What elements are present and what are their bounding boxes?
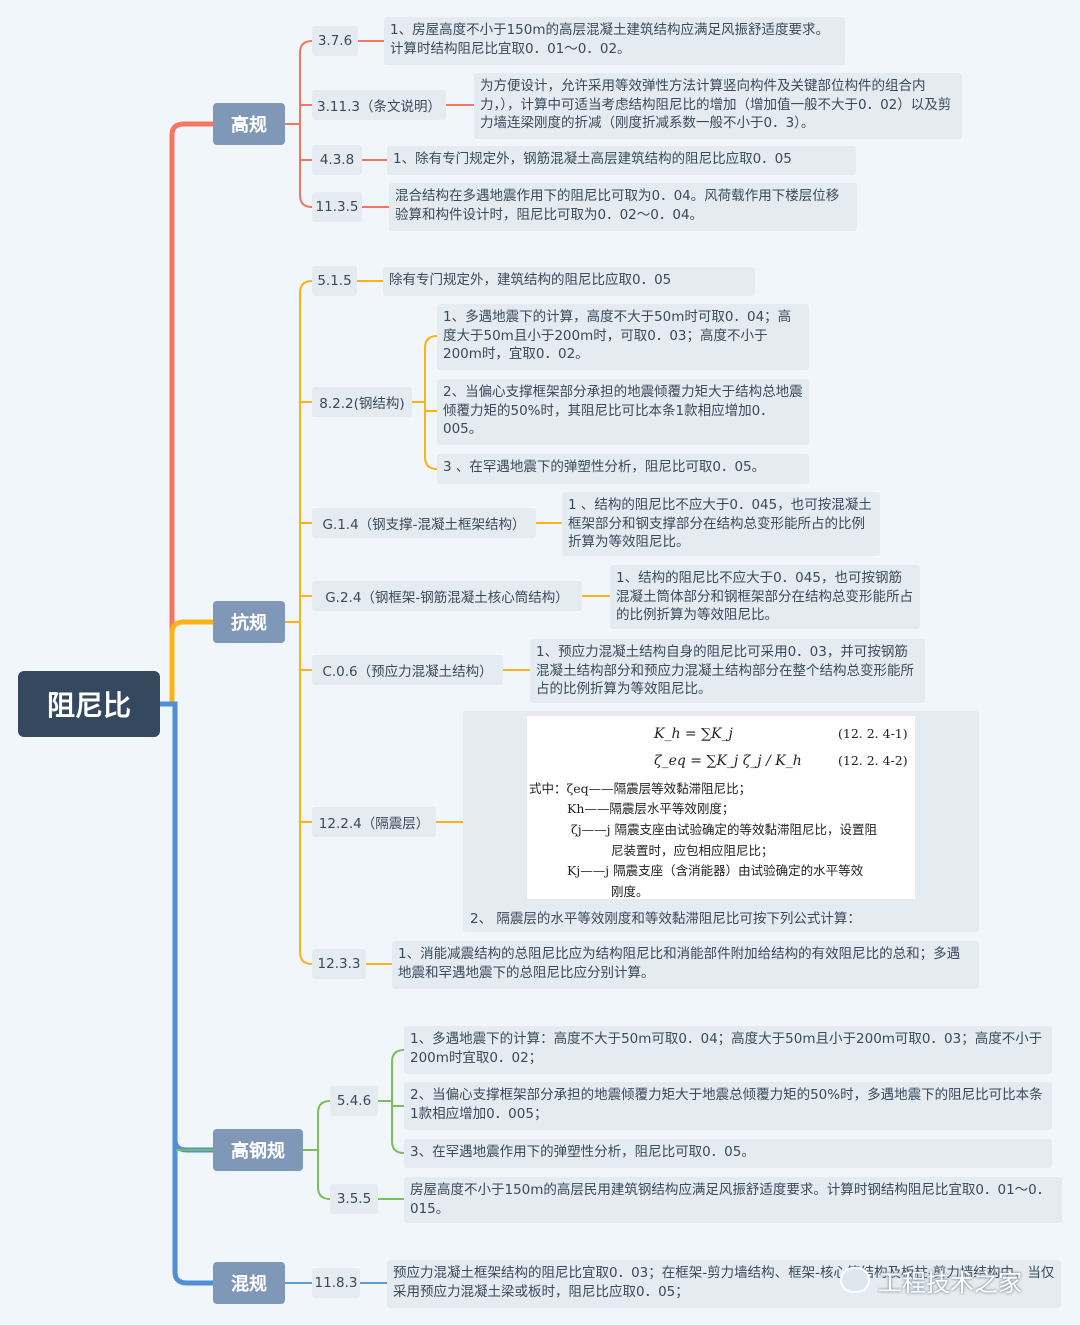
branch-kanggui[interactable]: 抗规 [213, 601, 285, 643]
formula-def: 尼装置时，应包相应阻尼比； [611, 843, 774, 858]
clause-code[interactable]: 3.5.5 [330, 1184, 378, 1214]
trunk-kanggui [160, 619, 213, 707]
clause-text: 1、除有专门规定外，钢筋混凝土高层建筑结构的阻尼比应取0．05 [387, 146, 856, 175]
formula-def: 式中：ζeq——隔震层等效黏滞阻尼比； [529, 781, 752, 796]
clause-code[interactable]: 5.4.6 [330, 1086, 378, 1116]
formula-eq1-number: (12. 2. 4-1) [838, 726, 908, 741]
clause-text: 2、 隔震层的水平等效刚度和等效黏滞阻尼比可按下列公式计算： [470, 911, 861, 927]
watermark-text: 工程技术之家 [878, 1268, 1022, 1297]
formula-def: Kh——隔震层水平等效刚度； [567, 801, 735, 816]
clause-code[interactable]: G.1.4（钢支撑-混凝土框架结构） [312, 508, 536, 538]
formula-def: 刚度。 [611, 884, 649, 899]
clause-code[interactable]: 5.1.5 [312, 266, 357, 296]
clause-text: 1、消能减震结构的总阻尼比应为结构阻尼比和消能部件附加给结构的有效阻尼比的总和；… [392, 941, 979, 989]
clause-code[interactable]: 12.3.3 [312, 949, 366, 979]
formula-def: ζj——j 隔震支座由试验确定的等效黏滞阻尼比，设置阻 [571, 822, 878, 837]
branch-gaogui[interactable]: 高规 [213, 103, 285, 145]
root-node[interactable]: 阻尼比 [18, 671, 160, 737]
clause-text: 1、房屋高度不小于150m的高层混凝土建筑结构应满足风振舒适度要求。计算时结构阻… [384, 17, 845, 65]
clause-code[interactable]: 4.3.8 [312, 145, 362, 175]
clause-text: 预应力混凝土框架结构的阻尼比宜取0．03；在框架-剪力墙结构、框架-核心筒结构及… [387, 1260, 1061, 1308]
formula-eq2: ζ_eq = ∑K_j ζ_j / K_h [654, 753, 802, 769]
sub-clause-text: 3、在罕遇地震作用下的弹塑性分析，阻尼比可取0．05。 [404, 1139, 1052, 1168]
branch-gaogang[interactable]: 高钢规 [213, 1129, 303, 1171]
trunk-gaogui [160, 121, 213, 707]
clause-text: 1、结构的阻尼比不应大于0．045，也可按钢筋混凝土筒体部分和钢框架部分在结构总… [610, 565, 920, 629]
formula-image: K_h = ∑K_j (12. 2. 4-1) ζ_eq = ∑K_j ζ_j … [527, 716, 915, 899]
clause-code[interactable]: 11.3.5 [312, 192, 362, 222]
clause-code[interactable]: 3.7.6 [312, 26, 358, 56]
clause-code[interactable]: 11.8.3 [312, 1268, 360, 1298]
clause-code[interactable]: 8.2.2(钢结构) [312, 387, 412, 417]
clause-text: 为方便设计，允许采用等效弹性方法计算竖向构件及关键部位构件的组合内力，），计算中… [474, 73, 962, 139]
clause-text: 1 、结构的阻尼比不应大于0．045，也可按混凝土框架部分和钢支撑部分在结构总变… [562, 492, 880, 556]
sub-clause-text: 2、当偏心支撑框架部分承担的地震倾覆力矩大于地震总倾覆力矩的50%时，多遇地震下… [404, 1082, 1052, 1130]
formula-eq1: K_h = ∑K_j [654, 726, 733, 742]
formula-eq2-number: (12. 2. 4-2) [838, 753, 908, 768]
trunk-gaogang [160, 701, 213, 1153]
clause-text: 1、预应力混凝土结构自身的阻尼比可采用0．03，并可按钢筋混凝土结构部分和预应力… [530, 639, 925, 703]
clause-text: 混合结构在多遇地震作用下的阻尼比可取为0．04。风荷载作用下楼层位移验算和构件设… [389, 183, 857, 231]
watermark: 工程技术之家 [840, 1262, 1050, 1298]
branch-hungui[interactable]: 混规 [213, 1262, 285, 1304]
clause-text: 除有专门规定外，建筑结构的阻尼比应取0．05 [383, 267, 755, 296]
sub-clause-text: 2、当偏心支撑框架部分承担的地震倾覆力矩大于结构总地震倾覆力矩的50%时，其阻尼… [437, 379, 809, 445]
formula-def: Kj——j 隔震支座（含消能器）由试验确定的水平等效 [567, 863, 864, 878]
sub-clause-text: 3 、在罕遇地震下的弹塑性分析，阻尼比可取0．05。 [437, 454, 809, 484]
clause-code[interactable]: C.0.6（预应力混凝土结构） [312, 655, 503, 685]
trunk-hungui [172, 1140, 213, 1286]
clause-code[interactable]: 12.2.4（隔震层） [312, 807, 436, 837]
sub-clause-text: 1、多遇地震下的计算，高度不大于50m时可取0．04；高度大于50m且小于200… [437, 304, 809, 370]
sub-clause-text: 1、多遇地震下的计算：高度不大于50m可取0．04；高度大于50m且小于200m… [404, 1026, 1052, 1074]
wechat-icon [840, 1267, 870, 1293]
clause-code[interactable]: 3.11.3（条文说明） [312, 90, 446, 120]
clause-code[interactable]: G.2.4（钢框架-钢筋混凝土核心筒结构） [312, 581, 582, 611]
clause-text: 房屋高度不小于150m的高层民用建筑钢结构应满足风振舒适度要求。计算时钢结构阻尼… [404, 1177, 1062, 1223]
